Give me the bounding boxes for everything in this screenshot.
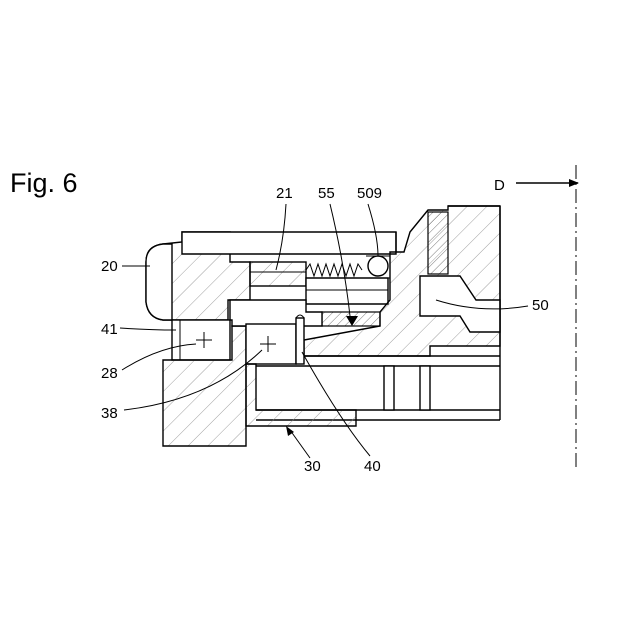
component-509 xyxy=(366,256,390,278)
svg-text:55: 55 xyxy=(318,185,335,202)
svg-text:509: 509 xyxy=(357,185,382,202)
spring-coil xyxy=(306,264,362,276)
svg-text:21: 21 xyxy=(276,185,293,202)
component-55 xyxy=(322,312,380,326)
svg-text:28: 28 xyxy=(101,365,118,382)
svg-text:38: 38 xyxy=(101,405,118,422)
svg-text:30: 30 xyxy=(304,458,321,475)
svg-text:20: 20 xyxy=(101,258,118,275)
component-28 xyxy=(172,320,230,360)
direction-label: D xyxy=(494,177,505,194)
ref-20: 20 xyxy=(101,258,150,275)
ref-41: 41 xyxy=(101,321,176,338)
component-21 xyxy=(250,262,306,286)
component-40 xyxy=(296,315,304,364)
figure-title: Fig. 6 xyxy=(10,168,78,198)
ref-30: 30 xyxy=(286,426,321,475)
svg-text:50: 50 xyxy=(532,297,549,314)
top-plate xyxy=(182,232,396,254)
svg-text:41: 41 xyxy=(101,321,118,338)
component-30 xyxy=(246,364,356,426)
ref-21: 21 xyxy=(276,185,293,270)
svg-text:40: 40 xyxy=(364,458,381,475)
